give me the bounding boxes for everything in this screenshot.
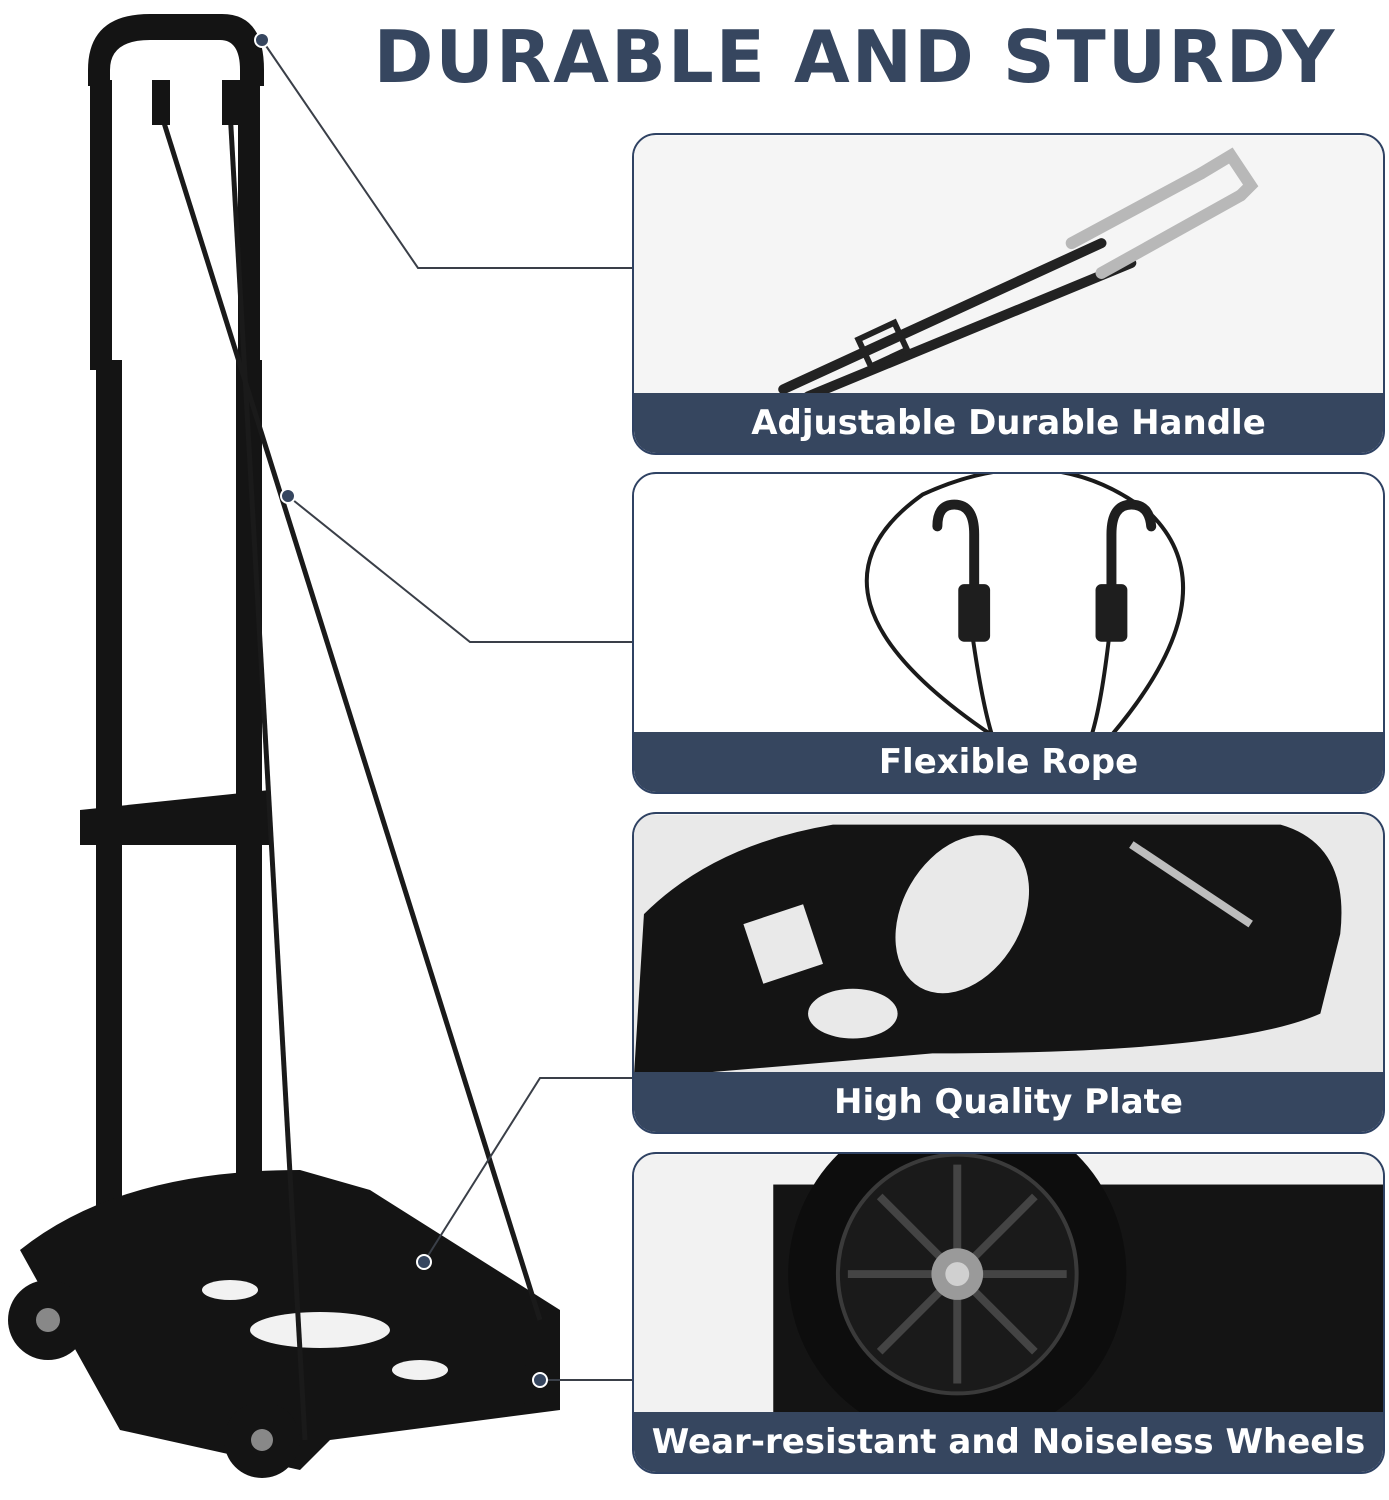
feature-label: High Quality Plate — [634, 1072, 1383, 1132]
feature-label: Flexible Rope — [634, 732, 1383, 792]
feature-card-plate: High Quality Plate — [632, 812, 1385, 1134]
rubber-wheel-icon — [634, 1154, 1383, 1416]
feature-card-handle: Adjustable Durable Handle — [632, 133, 1385, 455]
telescopic-handle-icon — [634, 135, 1383, 397]
textured-plate-icon — [634, 814, 1383, 1076]
feature-card-rope: Flexible Rope — [632, 472, 1385, 794]
feature-label: Wear-resistant and Noiseless Wheels — [634, 1412, 1383, 1472]
feature-label: Adjustable Durable Handle — [634, 393, 1383, 453]
bungee-rope-hooks-icon — [634, 474, 1383, 736]
hand-truck-illustration — [8, 14, 560, 1478]
feature-card-wheels: Wear-resistant and Noiseless Wheels — [632, 1152, 1385, 1474]
